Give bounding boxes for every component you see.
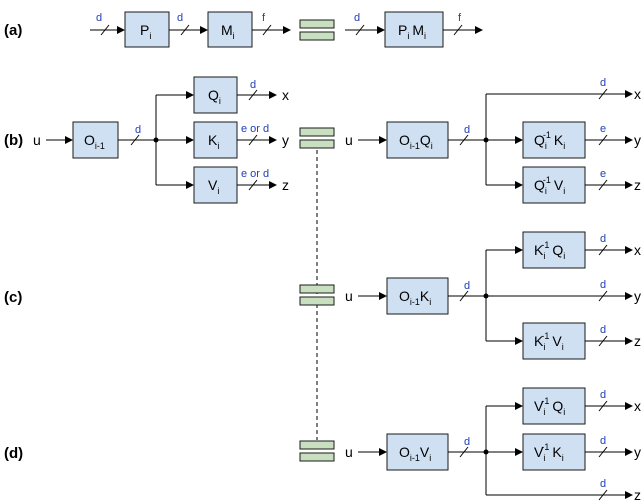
block-k [193, 121, 238, 159]
row-label-a: (a) [4, 22, 22, 39]
block-m-label: Mi [221, 22, 235, 41]
input-u: u [33, 132, 41, 148]
block-o [72, 121, 119, 159]
block-qk [522, 121, 586, 159]
block-oq-label: Oi-1Qi [399, 132, 433, 151]
dim-label: d [177, 12, 183, 24]
input-u: u [345, 132, 353, 148]
output-z: z [634, 487, 641, 503]
block-vk [522, 433, 586, 471]
block-ok-label: Oi-1Ki [399, 288, 431, 307]
row-b-left: u Oi-1 d Qi Ki Vi d x e or d y e or d z [33, 76, 289, 204]
equals-sign [299, 284, 335, 294]
block-q [193, 76, 238, 114]
dim-label: f [458, 12, 462, 24]
block-p-label: Pi [140, 22, 151, 41]
output-y: y [634, 288, 641, 304]
block-o-label: Oi-1 [84, 132, 105, 151]
dim-label: e or d [241, 123, 269, 135]
output-y: y [634, 132, 641, 148]
output-x: x [634, 86, 641, 102]
dim-label: d [464, 280, 470, 292]
dim-label: f [262, 12, 266, 24]
dim-label: d [600, 389, 606, 401]
block-ok [386, 277, 449, 315]
dim-label: d [464, 436, 470, 448]
dim-label: d [96, 12, 102, 24]
dim-label: e [600, 168, 606, 180]
output-z: z [634, 333, 641, 349]
dim-label: d [600, 324, 606, 336]
input-u: u [345, 444, 353, 460]
output-y: y [634, 444, 641, 460]
equals-sign [299, 440, 335, 450]
block-qv [522, 166, 586, 204]
input-u: u [345, 288, 353, 304]
dim-label: e [600, 123, 606, 135]
block-kv [522, 322, 586, 360]
output-x: x [282, 87, 289, 103]
block-oq [386, 121, 449, 159]
block-k-label: Ki [208, 132, 219, 151]
block-q-label: Qi [208, 87, 221, 106]
dim-label: d [600, 77, 606, 89]
output-x: x [634, 242, 641, 258]
dim-label: d [250, 79, 256, 91]
output-x: x [634, 398, 641, 414]
dim-label: d [354, 12, 360, 24]
dim-label: d [600, 279, 606, 291]
equals-sign [299, 127, 335, 137]
dim-label: d [600, 233, 606, 245]
block-v [193, 166, 238, 204]
dim-label: d [464, 124, 470, 136]
block-vq [522, 387, 586, 425]
row-label-b: (b) [4, 132, 23, 149]
block-ov-label: Oi-1Vi [399, 444, 431, 463]
output-y: y [282, 132, 289, 148]
output-z: z [282, 177, 289, 193]
dim-label: d [135, 124, 141, 136]
row-label-d: (d) [4, 445, 23, 462]
dim-label: d [600, 478, 606, 490]
dim-label: d [600, 435, 606, 447]
block-ov [386, 433, 449, 471]
row-label-c: (c) [4, 289, 22, 306]
block-v-label: Vi [208, 177, 219, 196]
equals-sign [299, 19, 335, 29]
dim-label: e or d [241, 168, 269, 180]
output-z: z [634, 177, 641, 193]
